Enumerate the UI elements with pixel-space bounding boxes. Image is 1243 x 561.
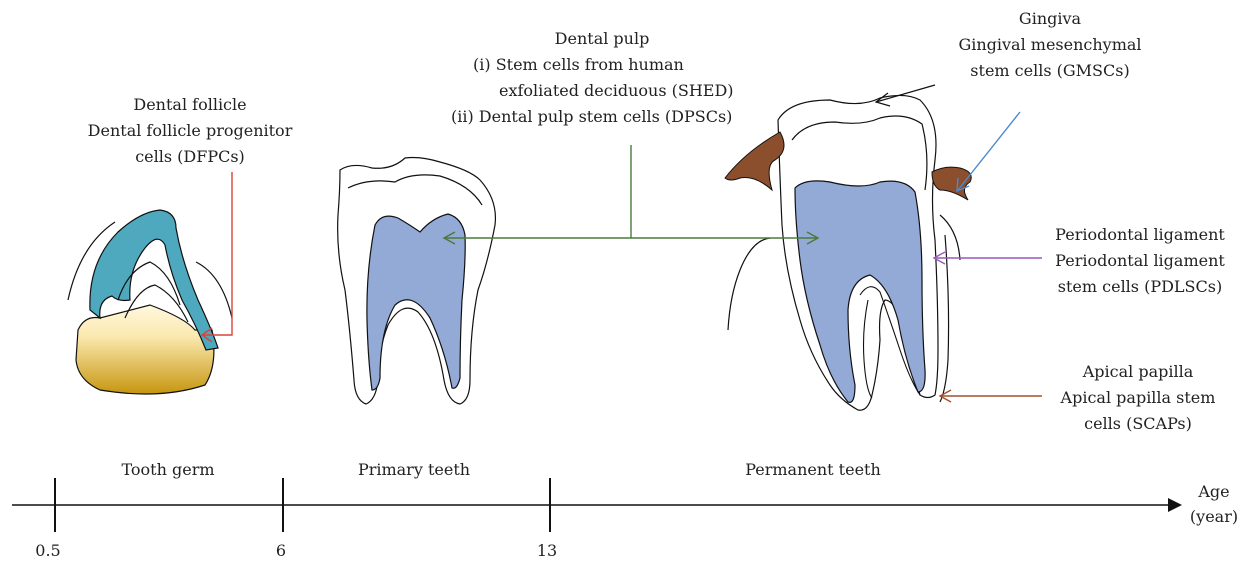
stage-label-tooth-germ: Tooth germ	[121, 460, 214, 479]
timeline-arrowhead	[1168, 498, 1182, 512]
periodontal-arrow	[934, 252, 1042, 264]
apical-arrow	[940, 390, 1042, 402]
stage-label-primary: Primary teeth	[358, 460, 470, 479]
apical-line3: cells (SCAPs)	[1084, 414, 1192, 433]
gingiva-title: Gingiva	[1019, 9, 1082, 28]
permanent-tooth-gingiva-left	[725, 132, 784, 190]
stage-label-permanent: Permanent teeth	[745, 460, 881, 479]
permanent-tooth-gingiva-right	[932, 167, 971, 200]
primary-tooth	[338, 158, 496, 405]
dental-follicle-title: Dental follicle	[133, 95, 246, 114]
axis-label-unit: (year)	[1190, 507, 1238, 526]
permanent-tooth-bone-left	[728, 238, 770, 330]
apical-label: Apical papilla Apical papilla stem cells…	[1060, 362, 1216, 433]
dental-pulp-title: Dental pulp	[555, 29, 650, 48]
tooth-germ	[68, 210, 232, 394]
dental-pulp-item2: (ii) Dental pulp stem cells (DPSCs)	[451, 107, 732, 126]
gingiva-label: Gingiva Gingival mesenchymal stem cells …	[958, 9, 1141, 80]
timeline: Tooth germ Primary teeth Permanent teeth…	[12, 460, 1238, 560]
dental-follicle-label: Dental follicle Dental follicle progenit…	[88, 95, 293, 166]
follicle-arrow	[202, 172, 232, 342]
gingiva-arrow	[957, 112, 1020, 191]
permanent-tooth-ligament-line-right	[940, 235, 949, 402]
permanent-tooth	[725, 95, 971, 410]
gingiva-line3: stem cells (GMSCs)	[970, 61, 1129, 80]
apical-line2: Apical papilla stem	[1060, 388, 1216, 407]
gingiva-line2: Gingival mesenchymal	[958, 35, 1141, 54]
tick-label-2: 13	[537, 541, 557, 560]
tick-label-1: 6	[276, 541, 286, 560]
primary-tooth-pulp	[367, 214, 465, 390]
dental-follicle-line3: cells (DFPCs)	[135, 147, 245, 166]
periodontal-line3: stem cells (PDLSCs)	[1058, 277, 1222, 296]
dental-pulp-item1: (i) Stem cells from human	[473, 55, 684, 74]
apical-title: Apical papilla	[1082, 362, 1194, 381]
periodontal-title: Periodontal ligament	[1055, 225, 1225, 244]
dental-pulp-item1-cont: exfoliated deciduous (SHED)	[499, 81, 734, 100]
dental-pulp-label: Dental pulp (i) Stem cells from human ex…	[451, 29, 734, 126]
periodontal-label: Periodontal ligament Periodontal ligamen…	[1055, 225, 1225, 296]
dental-follicle-line2: Dental follicle progenitor	[88, 121, 293, 140]
tick-label-0: 0.5	[35, 541, 60, 560]
axis-label-age: Age	[1197, 482, 1229, 501]
periodontal-line2: Periodontal ligament	[1055, 251, 1225, 270]
